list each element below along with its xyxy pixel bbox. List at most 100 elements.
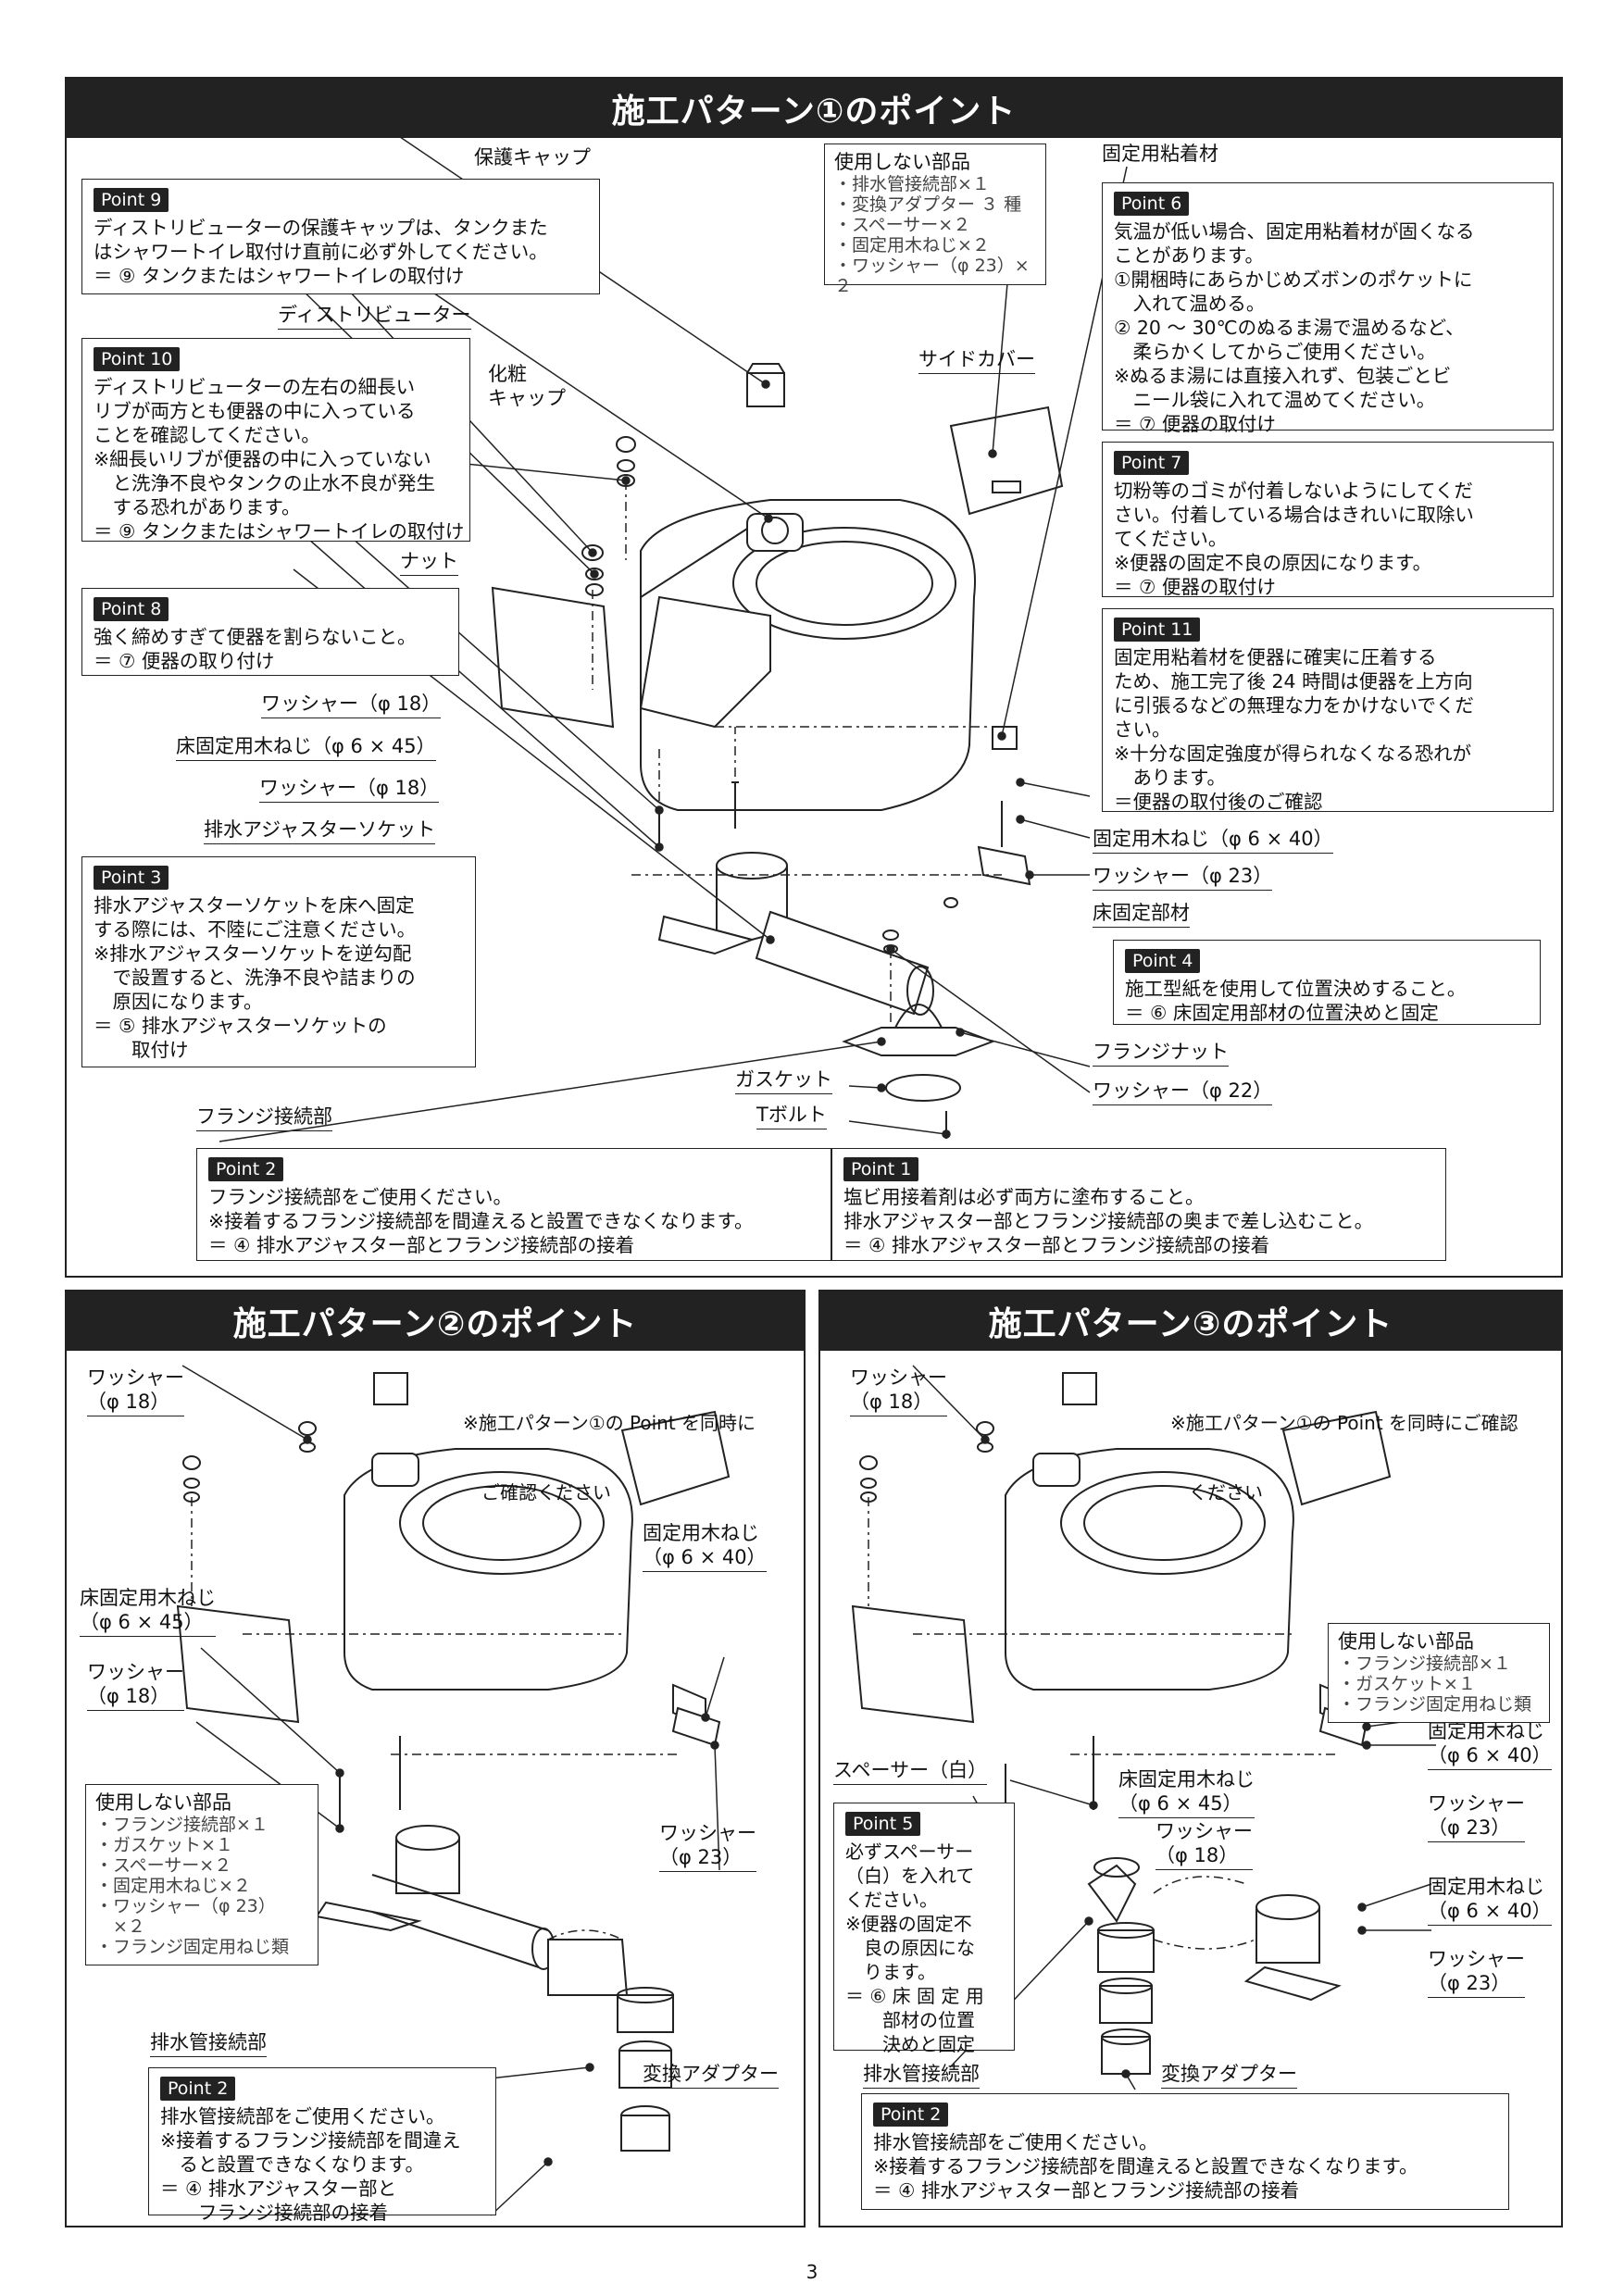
unused-parts-heading: 使用しない部品 <box>1338 1630 1474 1653</box>
panel-2-title: 施工パターン②のポイント <box>67 1292 804 1351</box>
label-washer-18-b: ワッシャー （φ 18） <box>87 1660 184 1711</box>
point-text: ※接着するフランジ接続部を間違えると設置できなくなります。 <box>208 1210 754 1232</box>
pattern-2-illustration <box>176 1365 731 2216</box>
point-text: 気温が低い場合、固定用粘着材が固くなる <box>1114 220 1475 243</box>
point-3-box: Point 3 排水アジャスターソケットを床へ固定 する際には、不陸にご注意くだ… <box>81 856 476 1067</box>
point-text: ニール袋に入れて温めてください。 <box>1114 389 1436 411</box>
label-drain-socket: 排水アジャスターソケット <box>204 817 436 844</box>
point-text: 切粉等のゴミが付着しないようにしてくだ <box>1114 480 1473 502</box>
point-text: ＝ ⑦ 便器の取付け <box>1114 413 1276 435</box>
panel-3-title: 施工パターン③のポイント <box>820 1292 1561 1351</box>
label-floor-screw-45: 床固定用木ねじ （φ 6 × 45） <box>1118 1767 1255 1818</box>
point-11-box: Point 11 固定用粘着材を便器に確実に圧着する ため、施工完了後 24 時… <box>1102 608 1554 813</box>
panel-1-title: 施工パターン①のポイント <box>67 79 1561 138</box>
point-text: ①開梱時にあらかじめズボンのポケットに <box>1114 268 1473 291</box>
label-floor-member: 床固定部材 <box>1093 901 1190 928</box>
unused-part-item: ・ガスケット×１ <box>1338 1674 1476 1694</box>
note-see-pattern-1: ※施工パターン①の Point を同時にご確認 ください <box>1170 1366 1518 1551</box>
unused-part-item: ・固定用木ねじ×２ <box>834 235 990 256</box>
unused-parts-list: 使用しない部品 ・排水管接続部×１ ・変換アダプター ３ 種 ・スペーサー×２ … <box>824 144 1046 296</box>
point-text: さい。付着している場合はきれいに取除い <box>1114 504 1474 526</box>
point-text: ＝ ⑦ 便器の取り付け <box>94 650 275 672</box>
point-text: 施工型紙を使用して位置決めすること。 <box>1125 978 1467 1000</box>
unused-part-item: ・フランジ接続部×１ <box>95 1815 269 1835</box>
point-text: と洗浄不良やタンクの止水不良が発生 <box>94 472 435 494</box>
label-flange-connection: フランジ接続部 <box>196 1104 332 1131</box>
point-text: 強く締めすぎて便器を割らないこと。 <box>94 626 417 648</box>
point-3-tag: Point 3 <box>94 866 169 890</box>
point-4-tag: Point 4 <box>1125 949 1201 973</box>
point-2-tag: Point 2 <box>160 2077 236 2101</box>
unused-part-item: ・排水管接続部×１ <box>834 174 990 194</box>
label-floor-screw-45: 床固定用木ねじ（φ 6 × 45） <box>176 734 436 761</box>
point-text: あります。 <box>1114 767 1226 789</box>
point-text: ると設置できなくなります。 <box>160 2153 424 2176</box>
point-text: する恐れがあります。 <box>94 496 301 518</box>
label-washer-23: ワッシャー（φ 23） <box>1093 864 1273 891</box>
label-drain-pipe: 排水管接続部 <box>863 2062 980 2089</box>
point-2-box: Point 2 排水管接続部をご使用ください。 ※接着するフランジ接続部を間違え… <box>148 2067 496 2224</box>
point-text: ＝ ④ 排水アジャスター部と <box>160 2177 397 2200</box>
point-text: ※接着するフランジ接続部を間違え <box>160 2129 461 2152</box>
point-6-tag: Point 6 <box>1114 192 1190 216</box>
label-fix-screw-40-b: 固定用木ねじ （φ 6 × 40） <box>1428 1875 1552 1926</box>
unused-parts-heading: 使用しない部品 <box>95 1791 231 1814</box>
point-text: 取付け <box>94 1039 189 1061</box>
page-number: 3 <box>806 2261 818 2283</box>
point-4-box: Point 4 施工型紙を使用して位置決めすること。 ＝ ⑥ 床固定用部材の位置… <box>1113 940 1541 1025</box>
note-line: ※施工パターン①の Point を同時にご確認 <box>1170 1412 1518 1434</box>
point-text: ディストリビューターの保護キャップは、タンクまた <box>94 217 548 239</box>
point-text: ＝ ⑨ タンクまたはシャワートイレの取付け <box>94 520 465 543</box>
point-text: ＝ ⑨ タンクまたはシャワートイレの取付け <box>94 265 465 287</box>
point-text: ※便器の固定不良の原因になります。 <box>1114 552 1432 574</box>
unused-parts-list: 使用しない部品 ・フランジ接続部×１ ・ガスケット×１ ・フランジ固定用ねじ類 <box>1328 1623 1550 1723</box>
point-text: ください。 <box>845 1889 938 1911</box>
point-text: する際には、不陸にご注意ください。 <box>94 918 417 941</box>
point-text: ＝ ⑥ 床固定用部材の位置決めと固定 <box>1125 1002 1439 1024</box>
point-2-tag: Point 2 <box>208 1157 284 1181</box>
point-text: で設置すると、洗浄不良や詰まりの <box>94 967 416 989</box>
point-text: ことを確認してください。 <box>94 424 320 446</box>
point-text: ＝ ⑦ 便器の取付け <box>1114 576 1276 598</box>
label-nut: ナット <box>400 549 458 576</box>
point-text: ります。 <box>845 1961 936 1983</box>
panel-pattern-3: 施工パターン③のポイント <box>818 1290 1563 2227</box>
point-7-box: Point 7 切粉等のゴミが付着しないようにしてくだ さい。付着している場合は… <box>1102 442 1554 598</box>
point-text: てください。 <box>1114 528 1228 550</box>
panel-pattern-2: 施工パターン②のポイント <box>65 1290 806 2227</box>
point-text: リブが両方とも便器の中に入っている <box>94 400 416 422</box>
label-washer-18-a: ワッシャー （φ 18） <box>87 1366 184 1416</box>
point-6-box: Point 6 気温が低い場合、固定用粘着材が固くなる ことがあります。 ①開梱… <box>1102 182 1554 435</box>
point-text: ＝ ⑤ 排水アジャスターソケットの <box>94 1015 387 1037</box>
point-text: 排水管接続部をご使用ください。 <box>873 2131 1158 2153</box>
point-text: ことがあります。 <box>1114 244 1264 267</box>
point-9-box: Point 9 ディストリビューターの保護キャップは、タンクまた はシャワートイ… <box>81 179 600 294</box>
label-flange-nut: フランジナット <box>1093 1040 1229 1067</box>
unused-part-item: ・フランジ接続部×１ <box>1338 1653 1511 1674</box>
point-8-tag: Point 8 <box>94 597 169 621</box>
point-text: 柔らかくしてからご使用ください。 <box>1114 341 1436 363</box>
unused-part-item: ・ワッシャー（φ 23）×２ <box>834 256 1030 296</box>
label-adhesive: 固定用粘着材 <box>1102 143 1218 165</box>
point-text: （白）を入れて <box>845 1865 975 1887</box>
label-fix-screw-40: 固定用木ねじ（φ 6 × 40） <box>1093 827 1333 854</box>
unused-part-item: ・ガスケット×１ <box>95 1835 233 1855</box>
point-10-tag: Point 10 <box>94 347 181 371</box>
note-see-pattern-1: ※施工パターン①の Point を同時に ご確認ください <box>463 1366 756 1551</box>
point-text: 部材の位置 <box>845 2009 975 2031</box>
point-10-box: Point 10 ディストリビューターの左右の細長い リブが両方とも便器の中に入… <box>81 338 470 543</box>
point-text: 必ずスペーサー <box>845 1841 974 1863</box>
unused-part-item: ・スペーサー×２ <box>95 1855 232 1876</box>
point-2-box: Point 2 フランジ接続部をご使用ください。 ※接着するフランジ接続部を間違… <box>196 1148 831 1261</box>
point-text: ※ぬるま湯には直接入れず、包装ごとビ <box>1114 365 1452 387</box>
point-text: 良の原因にな <box>845 1937 975 1959</box>
label-drain-pipe: 排水管接続部 <box>150 2030 267 2057</box>
point-text: ＝ ④ 排水アジャスター部とフランジ接続部の接着 <box>873 2179 1300 2202</box>
unused-part-item: ・フランジ固定用ねじ類 <box>1338 1694 1532 1715</box>
unused-parts-list: 使用しない部品 ・フランジ接続部×１ ・ガスケット×１ ・スペーサー×２ ・固定… <box>85 1784 319 1965</box>
point-text: 塩ビ用接着剤は必ず両方に塗布すること。 <box>843 1186 1205 1208</box>
label-washer-23: ワッシャー （φ 23） <box>659 1821 756 1872</box>
label-washer-18-b: ワッシャー（φ 18） <box>259 776 440 803</box>
point-5-tag: Point 5 <box>845 1812 921 1836</box>
point-1-tag: Point 1 <box>843 1157 919 1181</box>
